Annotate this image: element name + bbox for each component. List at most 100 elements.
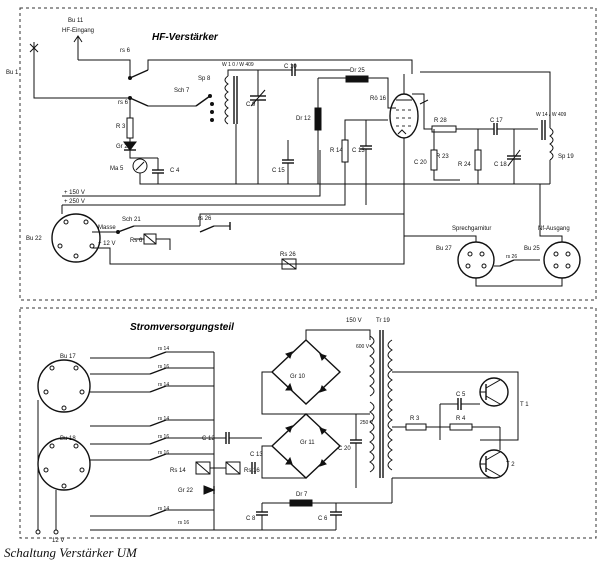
transformer-tr19-icon xyxy=(369,330,393,478)
rs26b-label: Rs 26 xyxy=(280,252,296,258)
antenna-icon xyxy=(29,42,39,70)
rs14a-label: rs 14 xyxy=(158,346,169,352)
rs16d-label: rs 16 xyxy=(178,520,189,526)
dr12-choke-icon xyxy=(314,107,322,131)
c8-label: C 8 xyxy=(246,516,256,522)
sp8-winding-label: W 1 0 / W 409 xyxy=(222,62,254,68)
gr22-diode-icon xyxy=(203,485,216,495)
c4-label: C 4 xyxy=(170,168,180,174)
c12-capacitor-icon xyxy=(214,432,262,444)
sch7-label: Sch 7 xyxy=(174,88,190,94)
r14-label: R 14 xyxy=(330,148,343,154)
contact-bank-icon xyxy=(90,351,262,531)
rs14-label: Rs 14 xyxy=(170,468,186,474)
r3-power-label: R 3 xyxy=(410,416,420,422)
c6-capacitor-icon xyxy=(330,503,342,530)
tube-rö16-icon xyxy=(389,74,429,139)
transistor-t2-icon xyxy=(479,449,509,479)
sch7-switch-icon xyxy=(195,94,214,122)
r14-resistor-icon xyxy=(341,139,349,163)
rs6b-label: rs 6 xyxy=(118,100,129,106)
sp8-coil-icon xyxy=(224,75,238,125)
gr11-label: Gr 11 xyxy=(300,440,315,446)
v250-label: + 250 V xyxy=(64,199,85,205)
r23-label: R 23 xyxy=(436,154,449,160)
r28-label: R 28 xyxy=(434,118,447,124)
c15-label: C 15 xyxy=(272,168,285,174)
gr11-bridge-icon xyxy=(270,413,342,479)
gr22-label: Gr 22 xyxy=(178,488,194,494)
c15-capacitor-icon xyxy=(282,140,294,184)
rs16c-label: rs 16 xyxy=(158,450,169,456)
v600-label: 600 V xyxy=(356,344,370,350)
c12-label: C 12 xyxy=(202,436,215,442)
v150-label: + 150 V xyxy=(64,190,85,196)
sch21-label: Sch 21 xyxy=(122,217,141,223)
v12-power-label: 12 V xyxy=(52,538,64,544)
dr25-label: Dr 25 xyxy=(350,68,365,74)
c20-capacitor-icon xyxy=(350,414,362,488)
gr2-label: Gr 2 xyxy=(116,144,128,150)
c13-power-capacitor-icon xyxy=(251,462,256,474)
bu17-label: Bu 17 xyxy=(60,354,76,360)
sch21-switch-icon xyxy=(116,225,135,234)
masse-label: Masse xyxy=(98,225,116,231)
ma5-label: Ma 5 xyxy=(110,166,124,172)
c9-capacitor-icon xyxy=(250,70,266,184)
bu27-label: Bu 27 xyxy=(436,246,452,252)
r24-resistor-icon xyxy=(474,149,482,171)
bu11-jack-icon xyxy=(73,35,83,60)
dr7-label: Dr 7 xyxy=(296,492,308,498)
c18-label: C 18 xyxy=(494,162,507,168)
bu22-label: Bu 22 xyxy=(26,236,42,242)
c5-capacitor-icon xyxy=(440,398,480,410)
r3-power-resistor-icon xyxy=(405,423,427,431)
bu18-connector-icon xyxy=(37,437,91,491)
c10-label: C 10 xyxy=(284,64,297,70)
c17-label: C 17 xyxy=(490,118,503,124)
r4-label: R 4 xyxy=(456,416,466,422)
r28-resistor-icon xyxy=(431,125,457,133)
r24-label: R 24 xyxy=(458,162,471,168)
bu11-label: Bu 11 xyxy=(68,18,84,24)
bu25-label: Bu 25 xyxy=(524,246,540,252)
rs16b-label: rs 16 xyxy=(158,434,169,440)
bu27-connector-icon xyxy=(457,241,495,279)
ground-terminal-icon xyxy=(35,529,41,535)
t1-label: T 1 xyxy=(520,402,529,408)
c20-label: C 20 xyxy=(414,160,427,166)
dr7-choke-icon xyxy=(289,499,313,507)
rs26-contact-icon xyxy=(199,222,231,233)
c13-power-label: C 13 xyxy=(250,452,263,458)
sp8-label: Sp 8 xyxy=(198,76,211,82)
c13-label: C 13 xyxy=(352,148,365,154)
c4-capacitor-icon xyxy=(152,158,164,184)
hf-panel-frame xyxy=(19,7,597,301)
c17-capacitor-icon xyxy=(493,123,498,135)
sprechgarnitur-label: Sprechgarnitur xyxy=(452,226,491,232)
sp19-winding-label: W 14 / W 409 xyxy=(536,112,567,118)
dr12-label: Dr 12 xyxy=(296,116,311,122)
c9-label: C 9 xyxy=(246,102,256,108)
transistor-t1-icon xyxy=(479,377,509,407)
power-section-title: Stromversorgungsteil xyxy=(130,322,234,333)
rs14b-label: rs 14 xyxy=(158,382,169,388)
rs6c-label: Rs 6 xyxy=(130,238,143,244)
hf-section-title: HF-Verstärker xyxy=(152,32,219,43)
c6-label: C 6 xyxy=(318,516,328,522)
hf-eingang-label: HF-Eingang xyxy=(62,28,94,34)
gr10-label: Gr 10 xyxy=(290,374,306,380)
r4-resistor-icon xyxy=(449,423,473,431)
r3-label: R 3 xyxy=(116,124,126,130)
c20-power-label: C 20 xyxy=(338,446,351,452)
rs16a-label: rs 16 xyxy=(158,364,169,370)
power-panel-frame xyxy=(19,307,597,539)
rs26-nf-contact-icon xyxy=(494,259,540,267)
diagram-caption: Schaltung Verstärker UM xyxy=(4,545,137,560)
c18-capacitor-icon xyxy=(507,129,521,184)
c5-label: C 5 xyxy=(456,392,466,398)
bu1-label: Bu 1 xyxy=(6,70,19,76)
bu22-connector-icon xyxy=(51,213,101,263)
v12-terminal-icon xyxy=(53,529,59,535)
